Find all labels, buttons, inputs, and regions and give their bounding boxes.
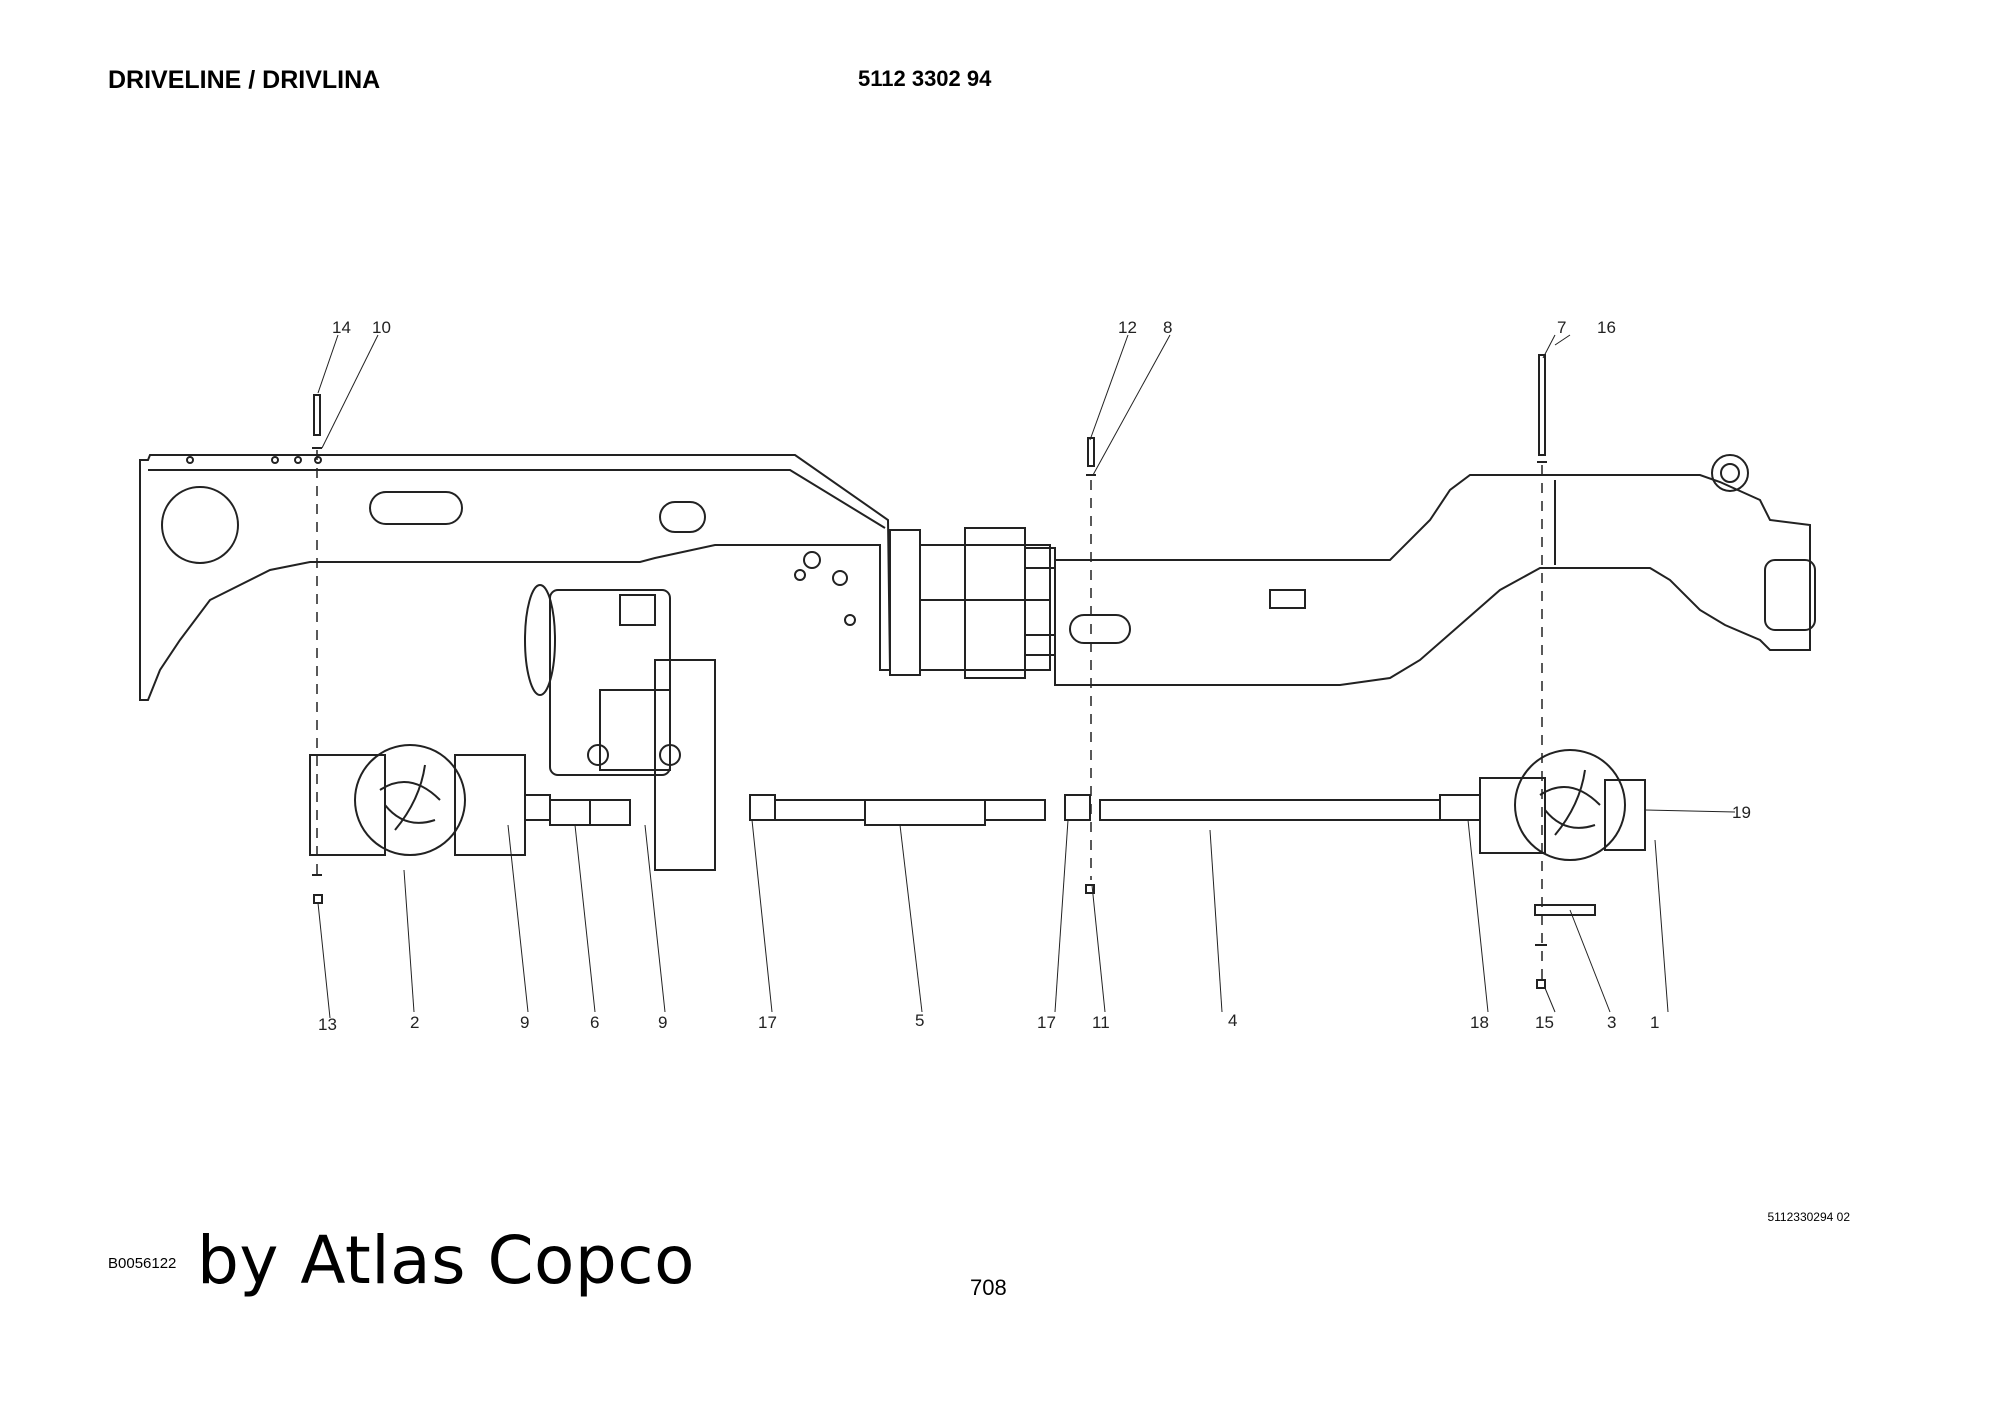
callout-2: 2 [410,1013,419,1032]
callout-9b: 9 [658,1013,667,1032]
front-frame [139,454,892,701]
callout-19: 19 [1732,803,1751,822]
callout-13: 13 [318,1015,337,1034]
rear-frame [1054,454,1816,686]
callout-14: 14 [332,318,351,337]
callout-4: 4 [1228,1011,1237,1030]
page-title: DRIVELINE / DRIVLINA [108,66,381,94]
callout-12: 12 [1118,318,1137,337]
callout-15: 15 [1535,1013,1554,1032]
figure-id: B0056122 [108,1255,177,1272]
callout-18: 18 [1470,1013,1489,1032]
transmission-housing [524,584,716,871]
callout-1: 1 [1650,1013,1659,1032]
callout-3: 3 [1607,1013,1616,1032]
callout-5: 5 [915,1011,924,1030]
callout-10: 10 [372,318,391,337]
callout-16: 16 [1597,318,1616,337]
part-number: 5112 3302 94 [858,66,992,91]
callout-labels: 1 2 3 4 5 6 7 8 9 9 10 11 12 13 14 15 16… [318,318,1751,1034]
callout-8: 8 [1163,318,1172,337]
callout-7: 7 [1557,318,1566,337]
callout-17b: 17 [1037,1013,1056,1032]
rear-axle [1479,749,1646,861]
alignment-lines [316,450,1543,980]
callout-6: 6 [590,1013,599,1032]
front-axle [309,744,526,856]
propeller-shafts [524,794,1481,826]
callout-9a: 9 [520,1013,529,1032]
leader-lines [317,334,1736,1019]
center-articulation [889,527,1056,679]
callout-11: 11 [1092,1013,1110,1032]
callout-17a: 17 [758,1013,777,1032]
drawing-reference: 5112330294 02 [1767,1210,1850,1224]
page-number: 708 [970,1275,1007,1300]
brand-watermark: by Atlas Copco [197,1222,695,1299]
